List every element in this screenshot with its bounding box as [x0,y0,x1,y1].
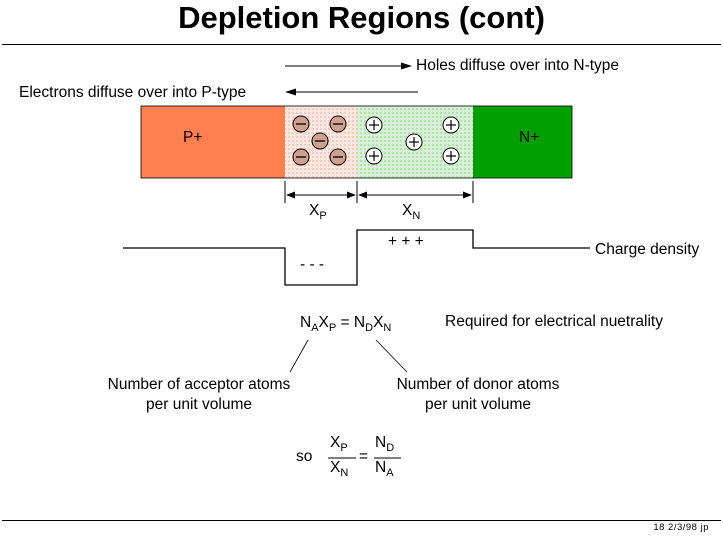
negative-charge-signs: - - - [300,256,325,273]
ratio-numerator-right: ND [375,434,395,454]
page-title: Depletion Regions (cont) [178,0,545,35]
electrons-arrow-head [285,88,296,96]
negative-ion-signs [296,123,343,158]
charge-density-label: Charge density [595,241,700,258]
holes-arrow-head [401,62,412,70]
footer-divider [2,520,721,521]
n-region-label: N+ [519,129,540,146]
width-marker-arrowheads [286,191,472,199]
donor-leader-line [375,339,408,373]
ratio-denominator-right: NA [375,459,394,479]
donor-annotation-line1: Number of donor atoms [396,376,560,393]
slide-footer: 18 2/3/98 jp [653,522,709,533]
charge-density-curve [123,229,590,286]
xp-width-label: XP [309,202,327,222]
acceptor-annotation-line1: Number of acceptor atoms [107,376,291,393]
p-region [141,106,285,178]
width-markers [284,181,474,203]
p-region-label: P+ [183,129,203,146]
electrons-diffusion-label: Electrons diffuse over into P-type [19,84,247,101]
acceptor-annotation-line2: per unit volume [146,396,252,413]
n-region [473,106,572,178]
xn-width-label: XN [402,202,421,222]
bar-outline [140,105,573,179]
neutrality-note: Required for electrical nuetrality [445,313,663,330]
acceptor-leader-line [289,339,309,373]
ratio-so-label: so [296,448,313,465]
ratio-equals: = [359,448,369,465]
neutrality-equation: NAXP = NDXN [300,314,392,334]
title-divider [2,44,721,45]
acceptor-annotation: Number of acceptor atoms per unit volume [80,375,318,415]
positive-ion-signs [369,120,456,161]
positive-charge-signs: + + + [388,233,424,250]
ratio-denominator-left: XN [330,459,349,479]
donor-annotation: Number of donor atoms per unit volume [368,375,588,415]
ratio-numerator-left: XP [330,434,348,454]
holes-diffusion-label: Holes diffuse over into N-type [416,57,620,74]
donor-annotation-line2: per unit volume [425,396,531,413]
